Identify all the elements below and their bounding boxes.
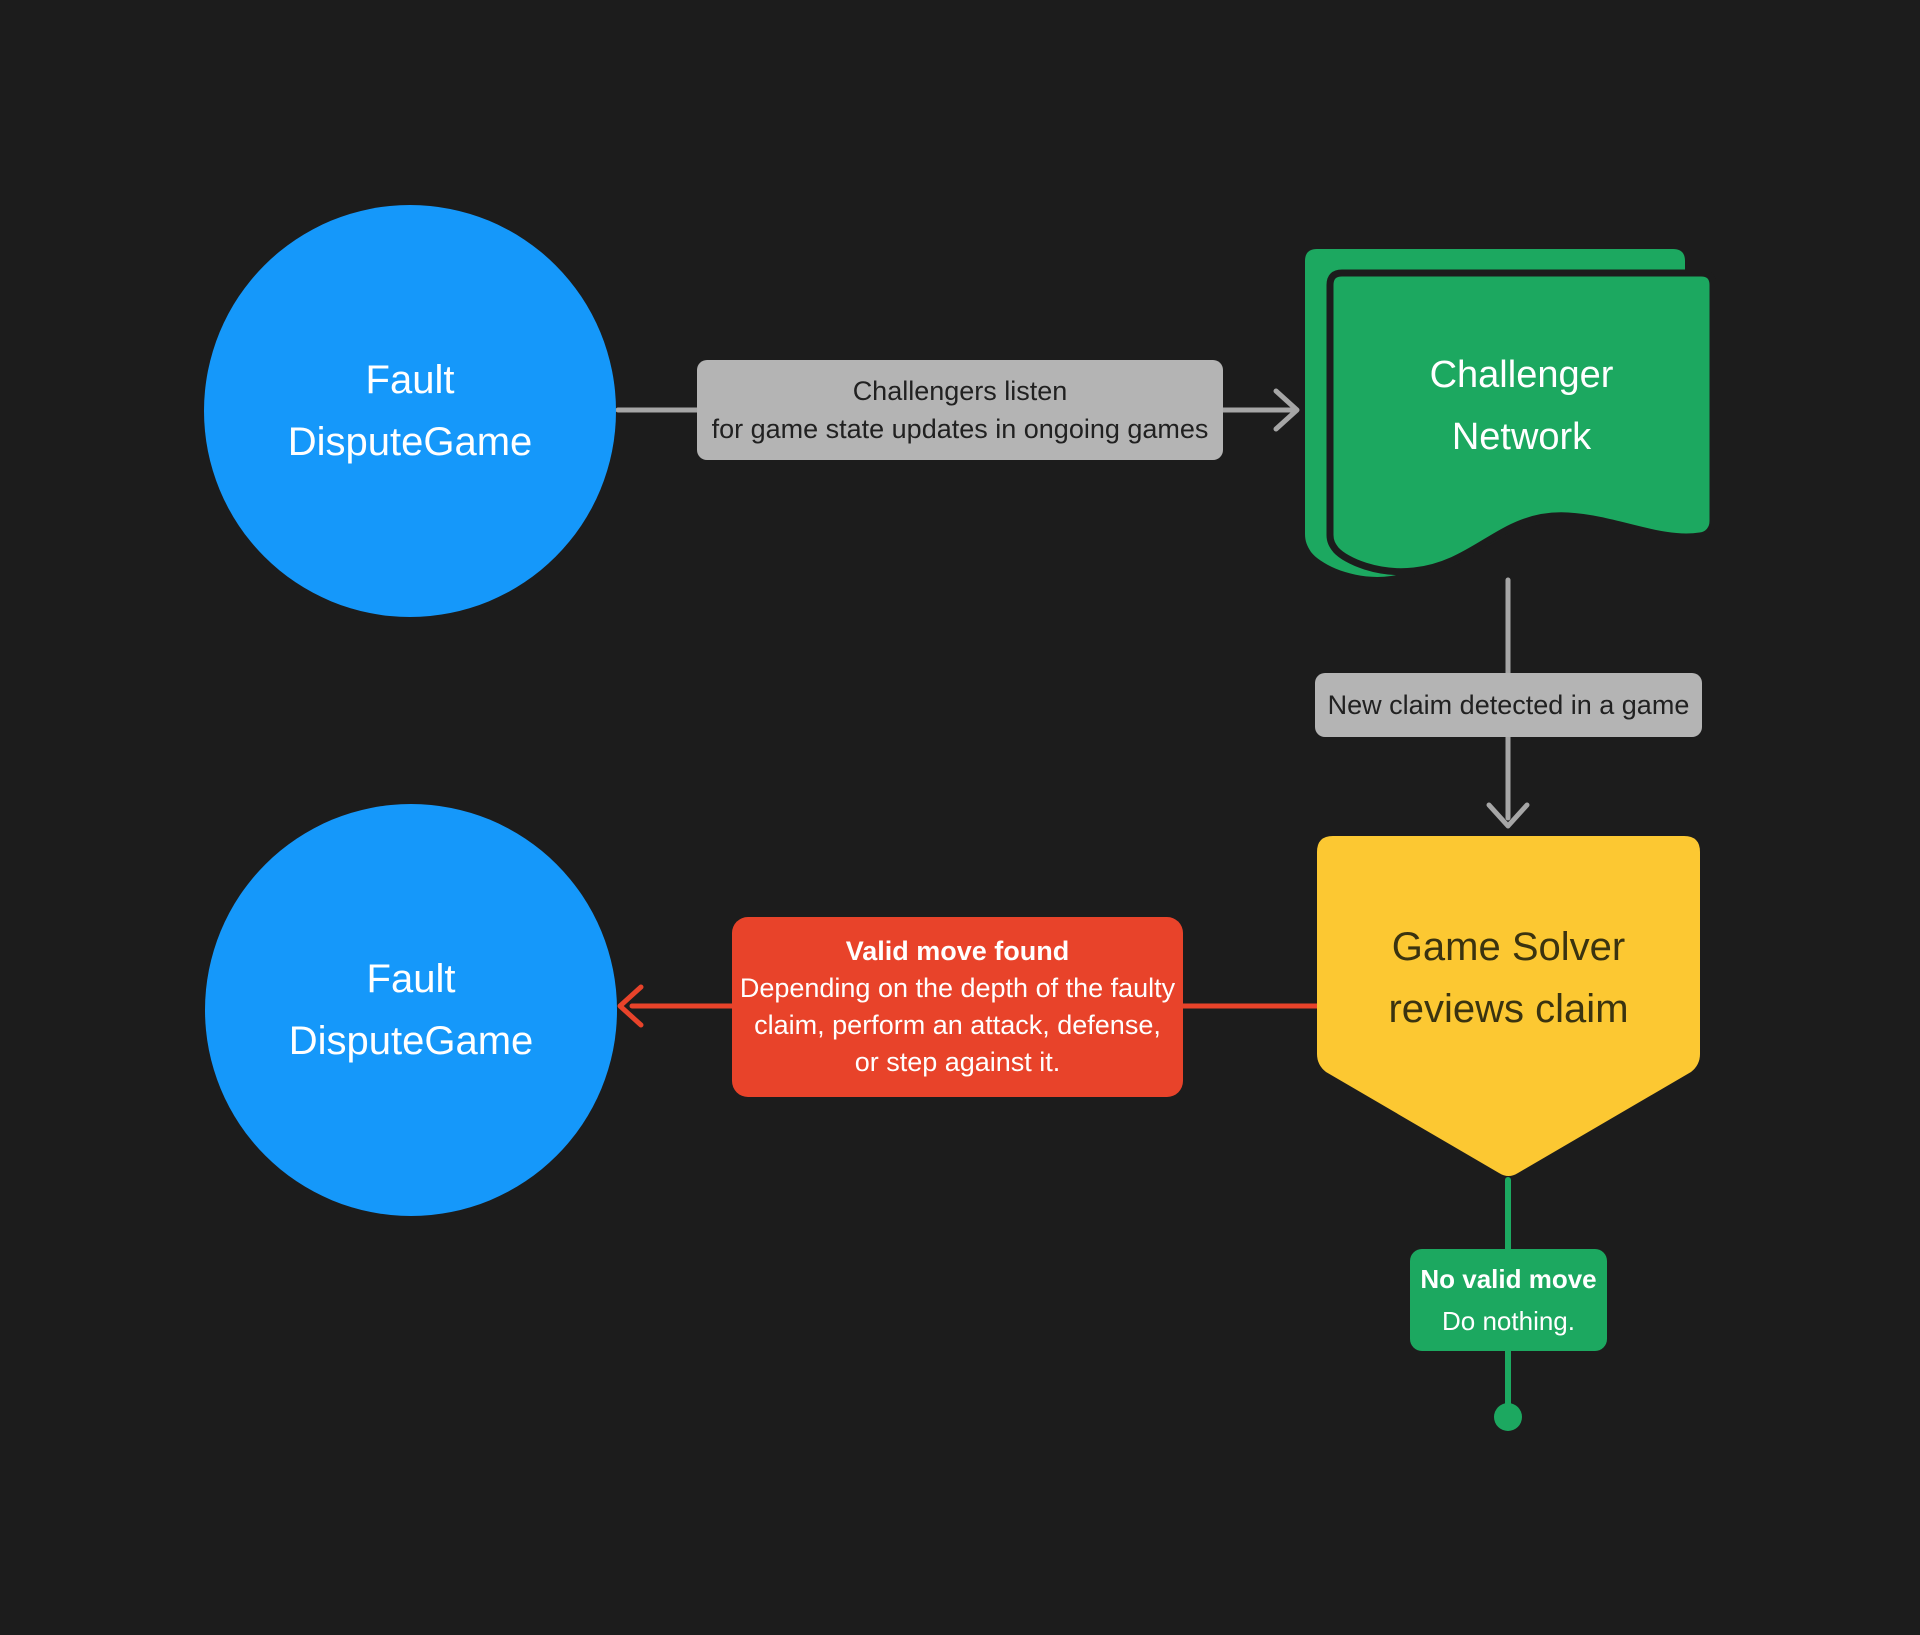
node-game-solver — [1317, 836, 1700, 1176]
edge-label-line: or step against it. — [854, 1047, 1061, 1077]
node-label-line: DisputeGame — [288, 1019, 534, 1063]
edge-label-line: Depending on the depth of the faulty — [739, 973, 1176, 1003]
edge-label-line: claim, perform an attack, defense, — [754, 1010, 1161, 1040]
arrowhead-right-icon — [1273, 388, 1300, 432]
node-label-line: Fault — [365, 358, 455, 402]
valid-move-title: Valid move found — [845, 936, 1070, 966]
node-label-line: Game Solver — [1391, 925, 1626, 969]
node-label-line: reviews claim — [1388, 987, 1629, 1031]
node-game-solver-label: Game Solver reviews claim — [1317, 916, 1700, 1040]
arrowhead-down-icon — [1486, 802, 1530, 829]
terminal-dot — [1494, 1403, 1522, 1431]
node-challenger-network-label: Challenger Network — [1330, 273, 1713, 539]
no-valid-move-title: No valid move — [1420, 1264, 1597, 1294]
edge-label-line: for game state updates in ongoing games — [711, 414, 1209, 444]
edge-label-new-claim: New claim detected in a game — [1315, 673, 1702, 737]
node-fault-disputegame-top: Fault DisputeGame — [204, 205, 616, 617]
node-fault-disputegame-bottom: Fault DisputeGame — [205, 804, 617, 1216]
edge-label-no-valid-move: No valid move Do nothing. — [1410, 1249, 1607, 1351]
arrowhead-left-red-icon — [617, 984, 644, 1028]
edge-label-line: New claim detected in a game — [1327, 690, 1690, 720]
edge-label-challengers-listen: Challengers listen for game state update… — [697, 360, 1223, 460]
node-label-line: DisputeGame — [287, 420, 533, 464]
edge-label-line: Challengers listen — [852, 376, 1068, 406]
edge-label-valid-move: Valid move found Depending on the depth … — [732, 917, 1183, 1097]
node-label-line: Fault — [366, 957, 456, 1001]
node-challenger-network — [1326, 269, 1717, 576]
edge-label-line: Do nothing. — [1442, 1306, 1575, 1336]
node-label-line: Challenger — [1429, 354, 1614, 396]
node-label-line: Network — [1451, 416, 1592, 458]
